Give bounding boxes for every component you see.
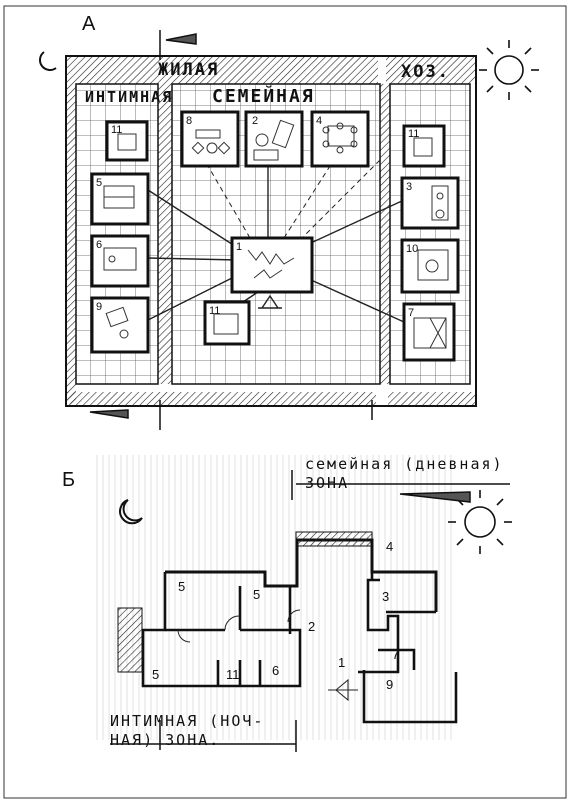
- zone-living-label: ЖИЛАЯ: [158, 60, 220, 80]
- living-zone-band: [66, 56, 378, 84]
- section-marks-b: [110, 470, 510, 752]
- zone-intimate-night-label: ИНТИМНАЯ (НОЧ-: [110, 712, 265, 730]
- scheme-outline: [65, 55, 477, 407]
- zone-family-label: СЕМЕЙНАЯ: [212, 86, 315, 107]
- panel-b-label: Б: [62, 469, 76, 491]
- page-border: [3, 5, 567, 799]
- zone-intimate-label: ИНТИМНАЯ: [85, 88, 174, 106]
- utility-zone-band: [386, 56, 476, 84]
- room-number-b: 5: [253, 587, 261, 602]
- room-number-a: 2: [252, 115, 259, 127]
- room-number-a: 10: [406, 243, 419, 255]
- room-number-a: 11: [408, 128, 420, 140]
- entrance-symbol-a: [258, 294, 282, 309]
- zone-family-day-label: семейная (дневная): [305, 455, 504, 473]
- inner-wall-hatch: [158, 84, 172, 384]
- room-number-a: 5: [96, 177, 103, 189]
- room-number-b: 2: [308, 619, 316, 634]
- dashed-lines: [207, 159, 381, 241]
- room-number-a: 11: [209, 305, 221, 317]
- room-number-a: 6: [96, 239, 103, 251]
- room-number-a: 4: [316, 115, 323, 127]
- zone-utility-label: ХОЗ.: [401, 62, 450, 82]
- moon-icon-b: [119, 499, 143, 525]
- room-number-b: 11: [226, 667, 240, 682]
- utility-wall-hatch: [380, 84, 390, 384]
- room-boxes-a: [90, 110, 460, 362]
- panel-a-scheme: [39, 30, 539, 430]
- room-number-a: 11: [111, 124, 123, 136]
- left-wall-hatch: [66, 84, 76, 404]
- sun-icon: [479, 40, 539, 100]
- panel-b-plan: [92, 455, 512, 752]
- room-number-a: 8: [186, 115, 193, 127]
- plan-doors: [177, 609, 358, 702]
- balcony-hatch: [295, 531, 373, 547]
- room-number-b: 5: [152, 667, 160, 682]
- plan-walls: [141, 540, 458, 724]
- moon-icon: [39, 51, 57, 71]
- room-number-a: 1: [236, 241, 243, 253]
- room-number-a: 7: [408, 307, 415, 319]
- room-number-b: 1: [338, 655, 346, 670]
- bottom-wall-hatch: [66, 392, 376, 406]
- room-number-b: 9: [386, 677, 394, 692]
- zone-family-day-label-2: ЗОНА: [305, 474, 350, 492]
- room-number-b: 3: [382, 589, 390, 604]
- room-number-b: 5: [178, 579, 186, 594]
- room-number-b: 6: [272, 663, 280, 678]
- room-number-a: 3: [406, 181, 413, 193]
- panel-a-label: А: [82, 13, 96, 35]
- plan-background-strokes: [92, 455, 452, 740]
- furniture-marks-a: [103, 119, 449, 349]
- utility-bottom-hatch: [388, 392, 476, 406]
- room-number-a: 9: [96, 301, 103, 313]
- loggia-hatch: [117, 607, 143, 673]
- room-number-b: 7: [392, 647, 400, 662]
- room-number-b: 4: [386, 539, 394, 554]
- zone-intimate-night-label-2: НАЯ) ЗОНА.: [110, 731, 221, 749]
- connection-lines: [147, 166, 405, 323]
- section-marks-a: [89, 30, 373, 430]
